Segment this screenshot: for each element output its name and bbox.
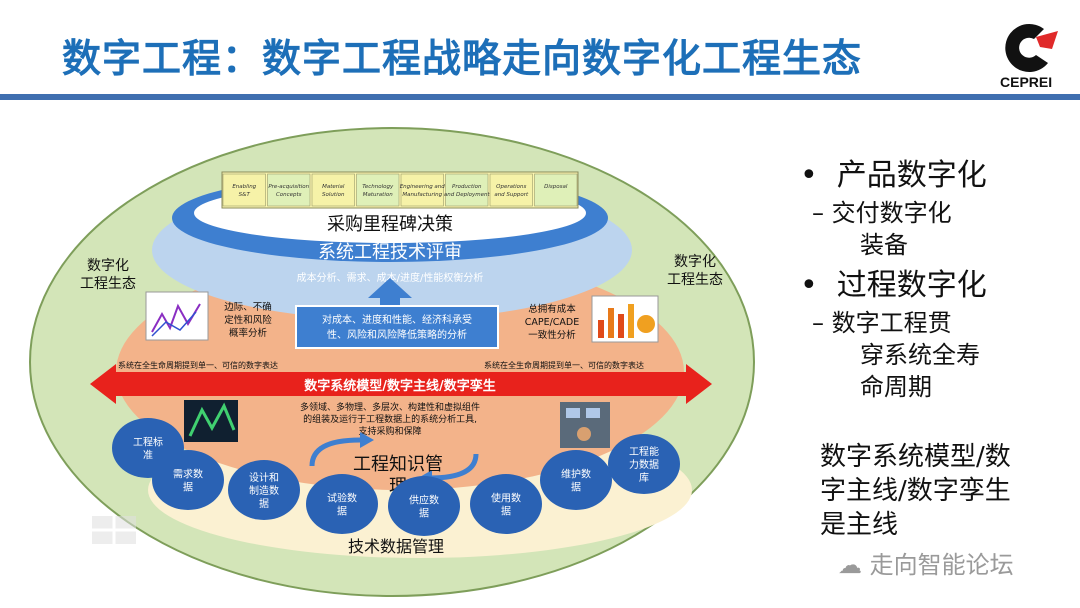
phase-cell (267, 173, 311, 207)
bullet-product-sub-2: 装备 (860, 231, 908, 259)
page-title: 数字工程：数字工程战略走向数字化工程生态 (62, 37, 863, 82)
center-box-2: 性、风险和风险降低策略的分析 (327, 328, 467, 341)
data-circle-label: 力数据 (629, 458, 659, 471)
bullet-process-sub-1: – 数字工程贯 (812, 309, 952, 337)
title-rule (0, 94, 1080, 100)
phase-cell (445, 173, 489, 207)
center-analysis-box (295, 305, 499, 349)
phase-label: and Deployment (444, 192, 491, 198)
logo-text: CEPREI (1000, 74, 1053, 90)
data-circle-label: 据 (337, 505, 347, 518)
data-circle-label: 维护数 (561, 468, 591, 481)
bullet-product-sub-1: – 交付数字化 (812, 199, 952, 227)
phase-cell (400, 173, 444, 207)
multi-domain-3: 支持采购和保障 (358, 425, 421, 437)
data-circle-label: 据 (501, 505, 511, 518)
phase-cell (356, 173, 400, 207)
phase-cell (311, 173, 355, 207)
phase-label: Solution (322, 192, 345, 198)
phase-label: Manufacturing (402, 192, 442, 198)
data-circle-label: 据 (419, 507, 429, 520)
stamp-pattern (92, 516, 136, 544)
phase-cell (489, 173, 533, 207)
bullet-process-sub-3: 命周期 (860, 373, 932, 401)
phase-label: Disposal (544, 184, 568, 190)
acquisition-label: 采购里程碑决策 (327, 214, 453, 235)
phase-label: Concepts (276, 192, 302, 198)
review-sub: 成本分析、需求、成本/进度/性能权衡分析 (297, 271, 484, 284)
knowledge-label: 工程知识管 (353, 454, 443, 475)
data-circle (228, 460, 300, 520)
phase-label: Material (322, 184, 345, 190)
right-analysis-2: CAPE/CADE (525, 317, 580, 328)
left-analysis-1: 边际、不确 (224, 301, 272, 313)
watermark: ☁ 走向智能论坛 (838, 551, 1014, 579)
cycle-arrow-right (429, 453, 479, 481)
data-circle-label: 试验数 (327, 492, 357, 505)
phase-label: S&T (239, 192, 251, 198)
data-circle-label: 准 (143, 450, 153, 462)
bullet-process-digital: • 过程数字化 (800, 268, 987, 303)
phase-label: Production (452, 184, 482, 190)
data-circle-label: 库 (639, 471, 649, 484)
wechat-icon: ☁ (838, 551, 870, 579)
data-circle-label: 工程能 (629, 445, 659, 458)
data-circle (608, 434, 680, 494)
data-circle-label: 需求数 (173, 468, 203, 481)
bullet-product-digital: • 产品数字化 (800, 158, 987, 193)
phase-label: Operations (496, 184, 526, 190)
data-circles: 工程标准需求数据设计和制造数据试验数据供应数据使用数据维护数据工程能力数据库 (112, 418, 680, 536)
cepre-logo-icon (1005, 23, 1058, 72)
phase-cell (534, 173, 578, 207)
ecosystem-left-1: 数字化 (87, 258, 129, 274)
lifecycle-left: 系统在全生命周期提到单一、可信的数字表达 (118, 360, 278, 370)
data-circle-label: 据 (571, 481, 581, 494)
tech-data-label: 技术数据管理 (348, 537, 444, 556)
data-circle-label: 制造数 (249, 484, 279, 497)
data-circle-label: 据 (183, 481, 193, 494)
bullet-process-sub-2: 穿系统全寿 (860, 341, 980, 369)
lifecycle-right: 系统在全生命周期提到单一、可信的数字表达 (484, 360, 644, 370)
left-analysis-3: 概率分析 (229, 327, 268, 339)
data-circle (306, 474, 378, 534)
right-analysis-3: 一致性分析 (528, 329, 576, 341)
ecosystem-left-2: 工程生态 (80, 276, 136, 292)
phase-label: Engineering and (400, 184, 446, 190)
arrow-label: 数字系统模型/数字主线/数字孪生 (304, 378, 496, 394)
data-circle-label: 工程标 (133, 437, 163, 449)
up-arrow (368, 278, 412, 308)
phase-cell (222, 173, 266, 207)
main-thread-note: 数字系统模型/数 字主线/数字孪生 是主线 (820, 442, 1011, 540)
center-box-1: 对成本、进度和性能、经济科承受 (322, 313, 472, 326)
phase-label: Enabling (232, 184, 256, 190)
data-circle-label: 使用数 (491, 492, 521, 505)
phase-label: and Support (494, 192, 529, 198)
data-circle (152, 450, 224, 510)
data-circle-label: 供应数 (409, 494, 439, 507)
phase-label: Technology (362, 184, 394, 190)
phase-label: Maturation (363, 192, 393, 198)
multi-domain-1: 多领域、多物理、多层次、构建性和虚拟组件 (300, 401, 480, 413)
data-circle (388, 476, 460, 536)
multi-domain-2: 的组装及运行于工程数据上的系统分析工具, (303, 413, 477, 425)
phase-label: Pre-acquisition (268, 184, 309, 190)
cycle-arrow-left (309, 437, 361, 467)
ecosystem-right-1: 数字化 (674, 254, 716, 270)
review-label: 系统工程技术评审 (318, 242, 462, 263)
data-circle-label: 设计和 (249, 471, 279, 484)
bullet-list: • 产品数字化 – 交付数字化 装备 • 过程数字化 – 数字工程贯 穿系统全寿… (800, 155, 1070, 403)
right-analysis-1: 总拥有成本 (528, 303, 576, 315)
data-circle (540, 450, 612, 510)
data-circle (470, 474, 542, 534)
left-analysis-2: 定性和风险 (224, 314, 272, 326)
digital-thread-arrow (90, 364, 712, 404)
data-circle-label: 据 (259, 497, 269, 510)
ecosystem-right-2: 工程生态 (667, 272, 723, 288)
